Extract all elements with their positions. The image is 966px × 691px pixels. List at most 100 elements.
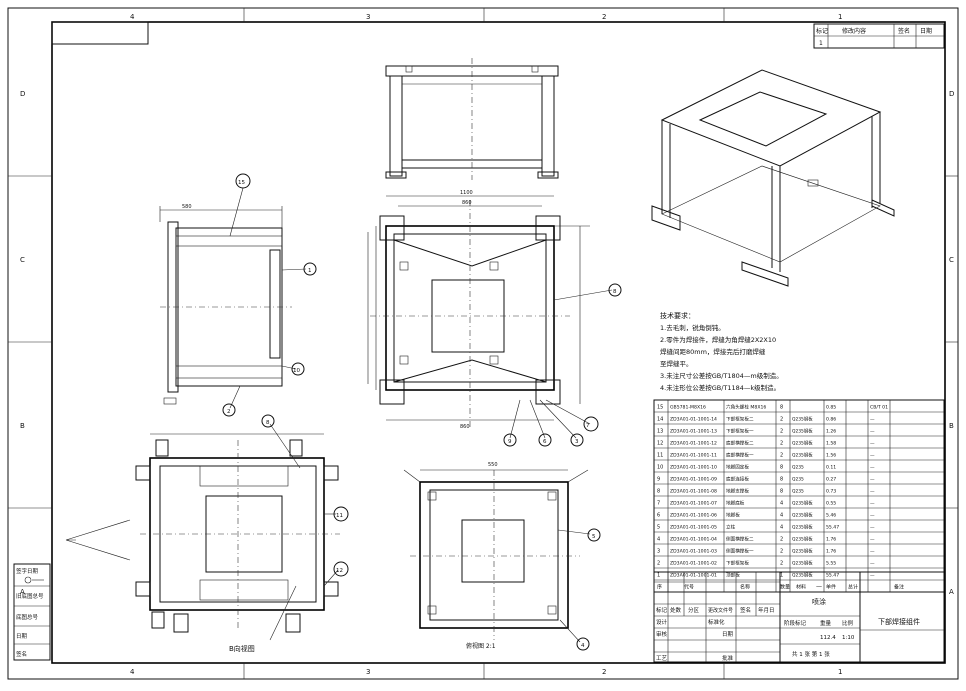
main-front-view: 1100 860 860	[367, 190, 590, 430]
bom-row-material: Q235钢板	[792, 548, 813, 555]
isometric-view	[651, 69, 895, 287]
bom-row-code: ZD3A01-01-1001-03	[670, 549, 717, 555]
dim-side-550: 550	[488, 462, 498, 468]
bom-row-note: —	[870, 514, 875, 519]
revision-table: 标记 修改内容 签名 日期 1	[813, 23, 945, 49]
bom-row-material: Q235	[792, 489, 804, 495]
balloon-3: 3	[575, 439, 579, 445]
zone-bottom-3: 3	[366, 668, 370, 676]
bom-row-material: Q235钢板	[792, 500, 813, 507]
bom-row-name: 顶部板	[726, 572, 740, 579]
bom-row-code: ZD3A01-01-1001-09	[670, 477, 717, 483]
bom-row-qty: 2	[780, 441, 783, 447]
zone-right-C: C	[949, 256, 954, 264]
balloon-8b: 8	[266, 420, 270, 426]
bom-row-qty: 1	[780, 573, 783, 579]
bom-row-name: 地脚支撑板	[726, 488, 749, 495]
zone-bottom-1: 1	[838, 668, 842, 676]
bom-header-cell: 序	[657, 584, 662, 591]
tech-req-1: 1.去毛刺，锐角倒钝。	[660, 323, 725, 332]
balloon-8: 8	[613, 289, 617, 295]
bom-row-weight: 55.47	[826, 573, 839, 579]
part-balloons: 15 1 10 2 8 7 3 6 9 8 11 12 5 4	[222, 173, 622, 651]
outer-frame	[7, 7, 959, 680]
code-box	[51, 21, 149, 45]
stamp-base: 底图总号	[16, 613, 39, 621]
bom-row-weight: 0.86	[826, 417, 836, 423]
zone-left-A: A	[20, 588, 25, 596]
tb-design: 设计	[656, 618, 668, 626]
tb-stage-mark: 阶段标记	[784, 619, 807, 627]
bom-row-weight: 0.73	[826, 489, 836, 495]
tech-req-2: 2.零件为焊接件，焊缝为角焊缝2X2X10	[660, 335, 776, 344]
bom-row-weight: 1.76	[826, 537, 836, 543]
bom-row-code: ZD3A01-01-1001-04	[670, 537, 717, 543]
bom-row-code: ZD3A01-01-1001-11	[670, 453, 717, 459]
zone-top-1: 1	[838, 13, 842, 21]
bom-row-no: 10	[657, 465, 663, 471]
bom-row-weight: 1.56	[826, 453, 836, 459]
bom-row-name: 下部框架板	[726, 560, 749, 567]
bom-row-qty: 2	[780, 453, 783, 459]
bom-row-material: Q235钢板	[792, 512, 813, 519]
tech-req-3: 3.未注尺寸公差按GB/T1804—m级制造。	[660, 371, 783, 380]
bom-row-qty: 2	[780, 417, 783, 423]
tb-date: 年月日	[758, 606, 775, 614]
tech-requirements: 技术要求： 1.去毛刺，锐角倒钝。 2.零件为焊接件，焊缝为角焊缝2X2X10 …	[660, 311, 783, 392]
bom-row-code: ZD3A01-01-1001-02	[670, 561, 717, 567]
bom-header-cell: 代号	[684, 584, 694, 591]
bom-row-no: 4	[657, 537, 660, 543]
zone-bottom-2: 2	[602, 668, 606, 676]
tb-change-doc: 更改文件号	[708, 607, 733, 614]
rev-header-mark: 标记	[816, 27, 828, 35]
rev-header-content: 修改内容	[842, 27, 866, 35]
zone-bottom-4: 4	[130, 668, 135, 676]
bom-row-code: ZD3A01-01-1001-08	[670, 489, 717, 495]
bom-row-qty: 4	[780, 501, 783, 507]
bom-row-material: Q235	[792, 477, 804, 483]
bom-row-no: 15	[657, 405, 663, 411]
balloon-6: 6	[543, 439, 547, 445]
bom-row-no: 5	[657, 525, 660, 531]
zone-top-3: 3	[366, 13, 370, 21]
bom-row-note: —	[870, 466, 875, 471]
bom-row-name: 底部横撑板二	[726, 440, 754, 447]
balloon-11: 11	[336, 513, 343, 519]
view-label-top: 俯视图 2:1	[466, 642, 496, 650]
view-label-b: B向视图	[229, 644, 255, 653]
balloon-1: 1	[308, 268, 312, 274]
bom-row-note: —	[870, 454, 875, 459]
tb-scale-label: 比例	[842, 619, 854, 627]
balloon-2: 2	[227, 409, 231, 415]
balloon-5: 5	[592, 534, 596, 540]
tb-drafter: 日期	[722, 631, 734, 638]
bom-header-cell: 备注	[894, 584, 904, 591]
bom-row-material: Q235钢板	[792, 416, 813, 423]
bom-row-note: —	[870, 502, 875, 507]
bom-row-code: ZD3A01-01-1001-10	[670, 465, 717, 471]
bom-row-material: Q235钢板	[792, 428, 813, 435]
zone-right-D: D	[949, 90, 954, 98]
bom-row-name: 底部横撑板一	[726, 452, 754, 459]
tb-standardize: 标准化	[708, 618, 725, 626]
bom-row-material: Q235钢板	[792, 536, 813, 543]
bom-row-weight: 0.11	[826, 465, 836, 471]
bom-row-no: 6	[657, 513, 660, 519]
bom-row-qty: 8	[780, 405, 783, 411]
top-front-view	[385, 58, 559, 180]
stamp-date: 日期	[16, 633, 28, 640]
dim-bottom-860: 860	[460, 424, 470, 430]
bom-row-name: 侧面横撑板二	[726, 536, 754, 543]
tech-req-2b: 焊缝间距80mm，焊接完后打磨焊缝	[660, 347, 766, 356]
bom-row-code: ZD3A01-01-1001-01	[670, 573, 717, 579]
bom-row-material: Q235钢板	[792, 440, 813, 447]
tb-mark: 标记	[656, 606, 668, 614]
bom-row-weight: 0.55	[826, 501, 836, 507]
bom-row-name: 地脚板	[726, 512, 740, 519]
bom-row-material: Q235	[792, 465, 804, 471]
bom-row-code: GB5781-M8X16	[670, 405, 706, 411]
tb-scale-value: 1:10	[842, 635, 855, 641]
bom-row-material: Q235钢板	[792, 452, 813, 459]
